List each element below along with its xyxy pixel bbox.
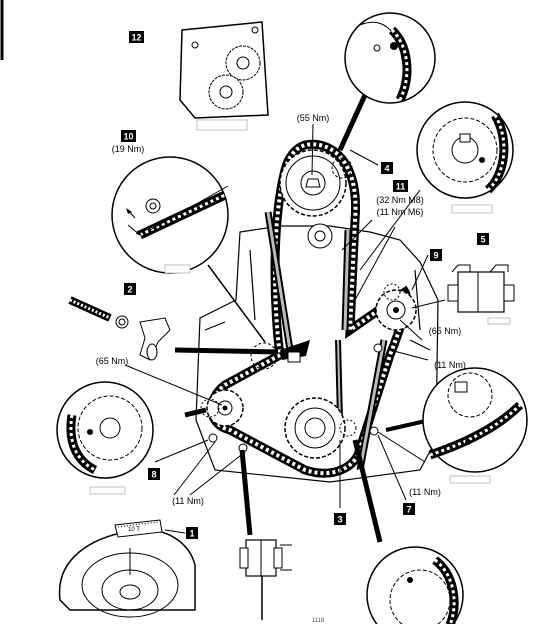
torque-camshaft-bolt: (55 Nm) <box>297 113 330 123</box>
leader-lines <box>124 123 446 508</box>
chain-tensioner-rail <box>356 339 388 471</box>
torque-11-m6: (11 Nm M6) <box>377 207 424 217</box>
pulley-timing-mark-label: 10 T <box>128 527 140 533</box>
callout-4-label: 4 <box>384 164 389 174</box>
callout-2: 2 <box>124 283 136 295</box>
inset-detail-crank-sprocket-bottom <box>366 546 464 629</box>
torque-11-m8: (32 Nm M8) <box>376 195 424 205</box>
torque-guide-right: (11 Nm) <box>434 360 466 370</box>
aux-sprocket-left <box>200 389 244 427</box>
callout-10-label: 10 <box>123 132 133 142</box>
aux-sprocket-right <box>375 283 417 331</box>
guide-part-lower-center <box>239 539 292 620</box>
inset-detail-camshaft-mark <box>344 12 436 104</box>
camshaft-lower-gear <box>307 223 333 249</box>
torque-guide-bolt-10: (19 Nm) <box>112 144 145 154</box>
torque-lower-right-bolt: (11 Nm) <box>409 487 441 497</box>
chain-guide-center <box>335 339 343 421</box>
callout-1-label: 1 <box>189 529 194 539</box>
callout-11-label: 11 <box>396 182 406 192</box>
callout-12-label: 12 <box>131 33 141 43</box>
callout-7: 7 <box>403 503 415 515</box>
callout-3-label: 3 <box>337 515 342 525</box>
callout-9-label: 9 <box>433 251 438 261</box>
inset-detail-aux-sprocket <box>416 101 514 214</box>
callout-1: 1 <box>186 527 198 539</box>
crank-pulley-inset: 10 T <box>58 519 196 618</box>
torque-aux-sprocket-left: (65 Nm) <box>96 356 129 366</box>
crankshaft-sprocket <box>284 397 357 459</box>
callout-10: 10 <box>121 130 136 142</box>
callout-8-label: 8 <box>151 470 156 480</box>
camshaft-sprocket <box>279 149 353 217</box>
figure-id: 1118 <box>312 618 325 624</box>
inset-detail-crank-mark-right <box>422 367 528 484</box>
callout-5-label: 5 <box>480 235 485 245</box>
callout-8: 8 <box>148 468 160 480</box>
callout-4: 4 <box>381 162 393 174</box>
tensioner-spring-and-plunger <box>68 296 171 361</box>
callout-3: 3 <box>334 513 346 525</box>
callout-9: 9 <box>430 249 442 261</box>
callout-7-label: 7 <box>406 505 411 515</box>
callout-11: 11 <box>393 180 408 192</box>
chain-tensioner <box>250 340 310 370</box>
guide-bolts <box>208 343 383 453</box>
inset-detail-guide-bolt <box>111 156 229 274</box>
torque-lower-left-bolts: (11 Nm) <box>172 496 204 506</box>
oil-pump-cover-inset <box>179 21 269 131</box>
chain-guide-right <box>341 229 352 331</box>
chain-guide-part-5 <box>447 264 515 325</box>
chain-guide-left <box>264 211 294 351</box>
callout-5: 5 <box>477 233 489 245</box>
torque-aux-sprocket-right: (65 Nm) <box>429 326 462 336</box>
callout-12: 12 <box>129 31 144 43</box>
callout-2-label: 2 <box>127 285 132 295</box>
inset-detail-aux-left-mark <box>56 381 154 495</box>
